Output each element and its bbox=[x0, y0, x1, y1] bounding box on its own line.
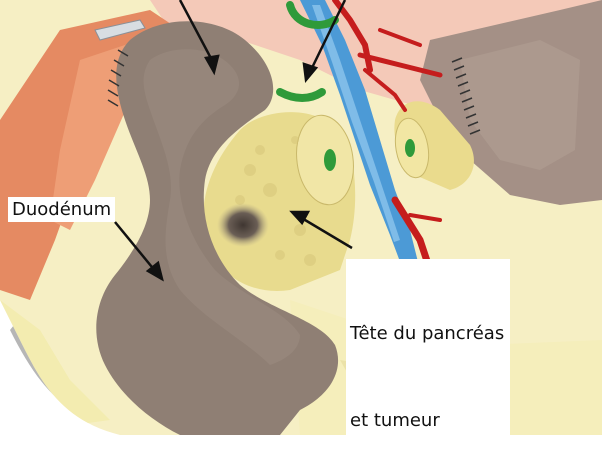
label-duodenum: Duodénum bbox=[8, 197, 115, 222]
duct-green bbox=[324, 149, 336, 171]
label-tete-line1: Tête du pancréas bbox=[350, 319, 504, 348]
label-tete-line2: et tumeur bbox=[350, 406, 504, 435]
duct-green-right bbox=[405, 139, 415, 157]
tumor bbox=[217, 203, 269, 247]
